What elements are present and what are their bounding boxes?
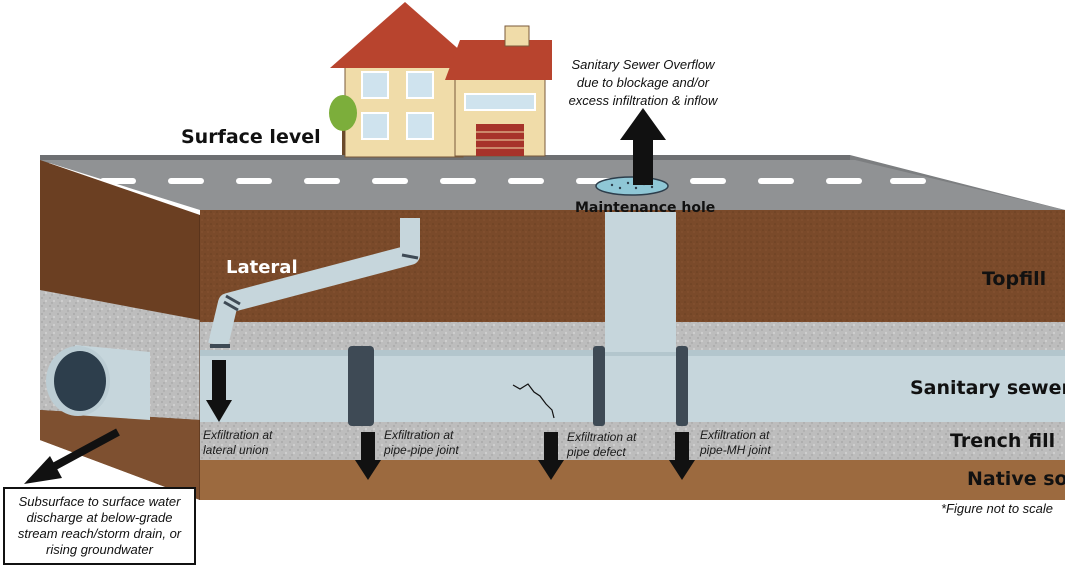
discharge-note-line: rising groundwater [46, 542, 153, 557]
exfiltration-label-line: Exfiltration at [567, 430, 637, 444]
discharge-note-line: discharge at below-grade [26, 510, 173, 525]
exfiltration-label-line: lateral union [203, 443, 269, 457]
overflow-note-line: due to blockage and/or [576, 75, 710, 90]
native-soils-layer [200, 460, 1065, 500]
pipe-mh-joint-band-right [676, 346, 688, 426]
maintenance-hole-label: Maintenance hole [575, 200, 716, 216]
overflow-note: Sanitary Sewer Overflow due to blockage … [555, 56, 731, 110]
road [40, 155, 1065, 210]
exfiltration-label-line: Exfiltration at [203, 428, 273, 442]
pipe-joint-band [348, 346, 374, 426]
discharge-note-line: stream reach/storm drain, or [17, 526, 182, 541]
tree-trunk [342, 120, 345, 155]
pipe-end [46, 345, 150, 420]
discharge-note-line: Subsurface to surface water [18, 494, 181, 509]
overflow-note-line: excess infiltration & inflow [568, 93, 718, 108]
overflow-note-line: Sanitary Sewer Overflow [571, 57, 715, 72]
maintenance-hole-shaft [595, 176, 676, 352]
road-deck [40, 160, 1065, 210]
exfiltration-label-line: Exfiltration at [384, 428, 454, 442]
exfiltration-pipe-pipe-joint-label: Exfiltration at pipe-pipe joint [384, 428, 459, 458]
exfiltration-label-line: pipe-pipe joint [384, 443, 459, 457]
native-soils-label: Native soils [967, 468, 1065, 490]
surface-level-label: Surface level [181, 126, 321, 148]
trench-fill-label: Trench fill [950, 430, 1056, 452]
house [329, 2, 552, 158]
discharge-note-box: Subsurface to surface water discharge at… [3, 487, 196, 565]
not-to-scale-note: *Figure not to scale [941, 501, 1054, 516]
exfiltration-label-line: Exfiltration at [700, 428, 770, 442]
lateral-label: Lateral [226, 257, 298, 278]
exfiltration-arrows [206, 360, 695, 480]
topfill-label: Topfill [982, 268, 1047, 290]
exfiltration-lateral-union-label: Exfiltration at lateral union [203, 428, 272, 458]
exfiltration-label-line: pipe defect [567, 445, 626, 459]
pipe-defect-crack [512, 383, 555, 419]
road-lane-markings [100, 178, 926, 184]
exfiltration-label-line: pipe-MH joint [700, 443, 771, 457]
block-side-face [40, 160, 201, 500]
tree-canopy [329, 95, 357, 131]
sanitary-sewer-label: Sanitary sewer [910, 377, 1065, 399]
exfiltration-pipe-mh-joint-label: Exfiltration at pipe-MH joint [700, 428, 771, 458]
sewer-main-pipe [200, 346, 1065, 426]
lateral-pipe [208, 218, 420, 348]
exfiltration-pipe-defect-label: Exfiltration at pipe defect [567, 430, 636, 460]
maintenance-hole-cover [595, 176, 669, 196]
discharge-arrow [24, 428, 120, 484]
pipe-mh-joint-band-left [593, 346, 605, 426]
overflow-arrow [620, 108, 666, 185]
